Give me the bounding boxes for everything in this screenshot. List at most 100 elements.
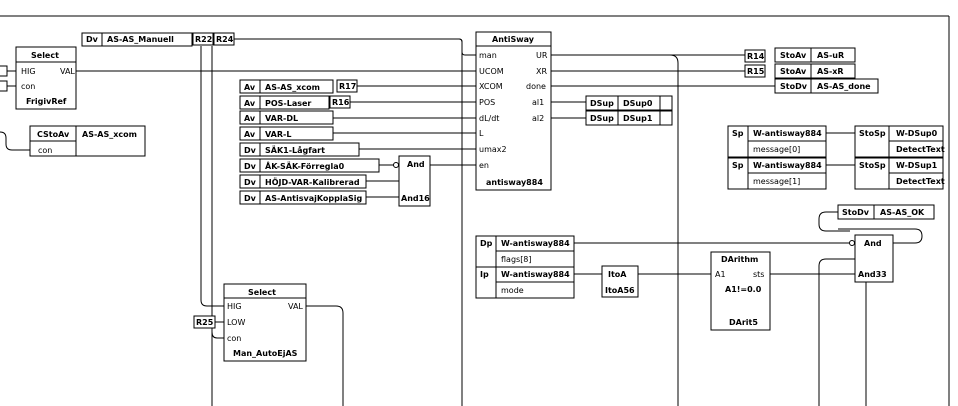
stodv-done-signal: AS-AS_done [817, 82, 871, 91]
av-xcom-signal: AS-AS_xcom [265, 83, 320, 92]
av-xcom-ref: R17 [339, 82, 356, 91]
stosp1-type: StoSp [859, 161, 886, 170]
av-as-xcom[interactable]: Av AS-AS_xcom R17 [239, 79, 358, 94]
dv-sak1-signal: SÄK1-Lågfart [265, 145, 325, 155]
cstoav-as-xcom[interactable]: CStoAv AS-AS_xcom con [29, 125, 146, 157]
darithm-name: DArit5 [729, 318, 758, 327]
dsup1-block[interactable]: DSup DSup1 [585, 110, 673, 126]
dsup0-type: DSup [590, 99, 614, 108]
dsup1-name: DSup1 [623, 114, 653, 123]
and16-title: And [407, 160, 425, 169]
ip-sub: mode [501, 286, 524, 295]
and-block-and33[interactable]: And And33 [849, 234, 894, 283]
dv-as-manuell[interactable]: Dv AS-AS_Manuell R22 R24 [81, 32, 235, 47]
av-pos-ref: R16 [332, 98, 350, 107]
stosp0-type: StoSp [859, 129, 886, 138]
dv-ak-signal: ÅK-SÄK-Förregla0 [265, 161, 345, 171]
dv-ak-type: Dv [244, 162, 257, 171]
ip-type: Ip [480, 270, 489, 279]
antisway-in-l: L [479, 129, 484, 138]
av-vardl-type: Av [244, 114, 256, 123]
select1-name: FrigivRef [26, 97, 67, 106]
and16-name: And16 [401, 194, 430, 203]
sp-message-0[interactable]: Sp W-antisway884 message[0] [727, 125, 827, 158]
dp-signal: W-antisway884 [501, 239, 570, 248]
stosp1-sub: DetectText [896, 177, 945, 186]
ref-stub-2 [0, 80, 8, 92]
dp-type: Dp [480, 239, 493, 248]
cstoav-in: con [38, 146, 52, 155]
antisway-in-umax2: umax2 [479, 145, 507, 154]
select2-in3: con [227, 334, 241, 343]
stoav-as-xr[interactable]: R15 StoAv AS-xR [744, 63, 856, 79]
av-vardl-signal: VAR-DL [265, 114, 298, 123]
inverter-circle-and33 [849, 240, 855, 246]
av-var-dl[interactable]: Av VAR-DL [239, 110, 334, 125]
wires [0, 38, 923, 406]
antisway-in-ucom: UCOM [479, 67, 504, 76]
stodv-as-done[interactable]: StoDv AS-AS_done [774, 78, 879, 94]
dv-ak-sak-forregla[interactable]: Dv ÅK-SÄK-Förregla0 [239, 158, 380, 173]
stodv-as-ok[interactable]: StoDv AS-AS_OK [837, 204, 935, 220]
select2-in1: HIG [227, 302, 242, 311]
itoa-title: ItoA [608, 270, 627, 279]
select-block-frigivref[interactable]: Select HIG VAL con FrigivRef [15, 46, 77, 110]
stosp0-signal: W-DSup0 [896, 129, 938, 138]
dv-sak1-lagfart[interactable]: Dv SÄK1-Lågfart [239, 142, 360, 157]
sp0-signal: W-antisway884 [753, 129, 822, 138]
ip-mode[interactable]: Ip W-antisway884 mode [475, 266, 575, 299]
av-pos-laser[interactable]: Av POS-Laser R16 [239, 95, 351, 110]
and33-name: And33 [858, 270, 887, 279]
sp1-signal: W-antisway884 [753, 161, 822, 170]
select2-in2: LOW [227, 318, 245, 327]
itoa-block[interactable]: ItoA ItoA56 [601, 265, 639, 298]
sp1-type: Sp [732, 161, 744, 170]
antisway-title: AntiSway [492, 35, 535, 44]
antisway-out-done: done [526, 82, 546, 91]
stodv-done-type: StoDv [780, 82, 808, 91]
av-varl-type: Av [244, 130, 256, 139]
dv-manuell-type: Dv [86, 35, 99, 44]
and-block-and16[interactable]: And And16 [393, 155, 431, 207]
antisway-in-en: en [479, 161, 489, 170]
antisway-in-pos: POS [479, 98, 495, 107]
darithm-block[interactable]: DArithm A1 sts A1!=0.0 DArit5 [710, 251, 771, 331]
ref-stub-1 [0, 65, 8, 77]
stodv-ok-type: StoDv [842, 208, 870, 217]
dv-antisvaj-koppla-sig[interactable]: Dv AS-AntisvajKopplaSig [239, 190, 367, 205]
av-var-l[interactable]: Av VAR-L [239, 126, 334, 141]
cstoav-type: CStoAv [37, 130, 70, 139]
select1-out1: VAL [60, 67, 75, 76]
dsup0-block[interactable]: DSup DSup0 [585, 95, 673, 111]
antisway-out-xr: XR [536, 67, 547, 76]
antisway-name: antisway884 [486, 178, 543, 187]
stoav-xr-ref: R15 [747, 67, 765, 76]
stosp-dsup0[interactable]: StoSp W-DSup0 DetectText [854, 125, 945, 158]
antisway-in-xcom: XCOM [479, 82, 503, 91]
av-varl-signal: VAR-L [265, 130, 291, 139]
select1-in1: HIG [21, 67, 36, 76]
dv-manuell-ref1: R22 [195, 35, 212, 44]
ref-r25[interactable]: R25 [193, 315, 216, 329]
av-xcom-type: Av [244, 83, 256, 92]
select-block-man-autoejas[interactable]: Select HIG VAL LOW con Man_AutoEjAS [223, 283, 307, 362]
select2-name: Man_AutoEjAS [233, 349, 298, 358]
dv-hojd-var-kalibrerad[interactable]: Dv HÖJD-VAR-Kalibrerad [239, 174, 367, 189]
antisway-block[interactable]: AntiSway man UCOM XCOM POS dL/dt L umax2… [475, 31, 552, 191]
dsup1-type: DSup [590, 114, 614, 123]
stoav-ur-signal: AS-uR [817, 51, 844, 60]
sp-message-1[interactable]: Sp W-antisway884 message[1] [727, 157, 827, 190]
darithm-title: DArithm [721, 255, 758, 264]
stosp-dsup1[interactable]: StoSp W-DSup1 DetectText [854, 157, 945, 190]
sp0-sub: message[0] [753, 145, 800, 154]
antisway-out-al1: al1 [532, 98, 544, 107]
av-pos-type: Av [244, 99, 256, 108]
stoav-xr-signal: AS-xR [817, 67, 844, 76]
select1-in2: con [21, 82, 35, 91]
stoav-as-ur[interactable]: R14 StoAv AS-uR [744, 47, 856, 63]
stosp0-sub: DetectText [896, 145, 945, 154]
dv-manuell-signal: AS-AS_Manuell [107, 35, 174, 44]
antisway-out-al2: al2 [532, 114, 544, 123]
dp-flags[interactable]: Dp W-antisway884 flags[8] [475, 235, 575, 268]
